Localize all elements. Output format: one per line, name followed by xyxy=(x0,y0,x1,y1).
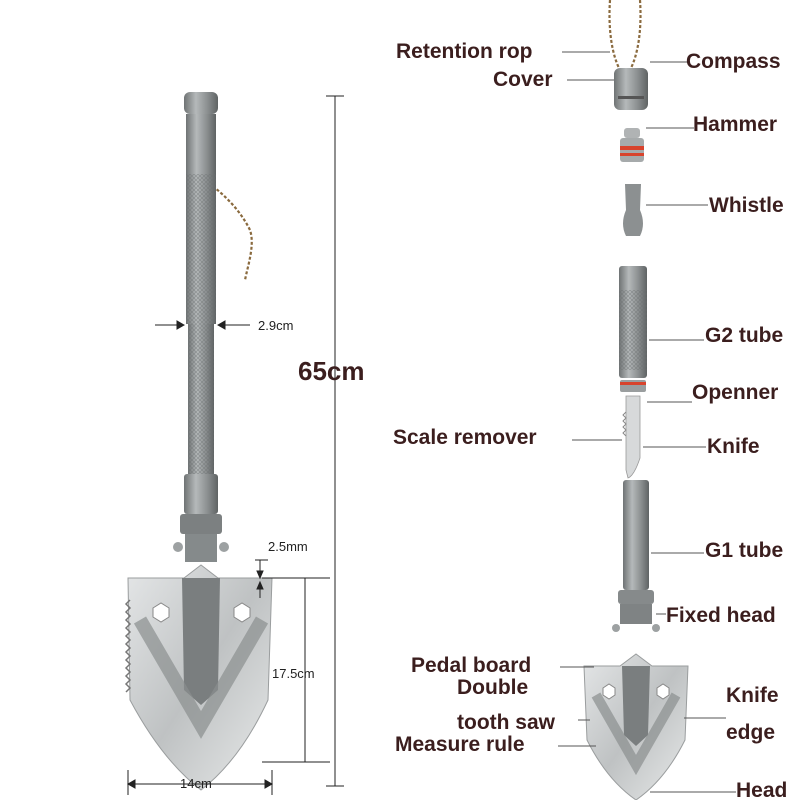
exploded-parts xyxy=(583,0,689,800)
part-labels: Retention rop Cover Compass Hammer Whist… xyxy=(393,40,787,800)
compass-label: Compass xyxy=(686,50,781,73)
knife-image xyxy=(625,395,641,479)
head-label: Head xyxy=(736,779,787,800)
hammer-image xyxy=(624,128,640,138)
whistle-label: Whistle xyxy=(709,194,784,217)
retention-rope-image xyxy=(186,119,253,281)
g2-tube-label: G2 tube xyxy=(705,324,783,347)
scale-remover-label: Scale remover xyxy=(393,426,537,449)
g1-tube-label: G1 tube xyxy=(705,539,783,562)
g1-tube-image xyxy=(623,480,649,590)
compass-cover-image xyxy=(614,68,648,110)
double-label: Double xyxy=(457,676,528,699)
whistle-image xyxy=(623,184,643,236)
tooth-saw-label: tooth saw xyxy=(457,711,556,734)
fixed-head-label: Fixed head xyxy=(666,604,776,627)
cover-label: Cover xyxy=(493,68,553,91)
hammer-label: Hammer xyxy=(693,113,777,136)
knife-label: Knife xyxy=(707,435,760,458)
handle-diameter-label: 2.9cm xyxy=(258,318,293,333)
retention-rope-label: Retention rop xyxy=(396,40,533,63)
assembled-shovel xyxy=(124,92,273,791)
knife-edge-label-line1: Knife xyxy=(726,684,779,707)
knife-edge-label-line2: edge xyxy=(726,721,775,744)
measure-rule-label: Measure rule xyxy=(395,733,525,756)
blade-thickness-label: 2.5mm xyxy=(268,539,308,554)
total-length-label: 65cm xyxy=(298,356,365,386)
handle-cap xyxy=(184,92,218,114)
blade-length-label: 17.5cm xyxy=(272,666,315,681)
leader-lines xyxy=(558,51,736,793)
fixed-head-image xyxy=(180,514,222,534)
dimension-lines xyxy=(126,95,344,795)
openner-label: Openner xyxy=(692,381,778,404)
pedal-board-label: Pedal board xyxy=(411,654,531,677)
blade-width-label: 14cm xyxy=(180,776,212,791)
